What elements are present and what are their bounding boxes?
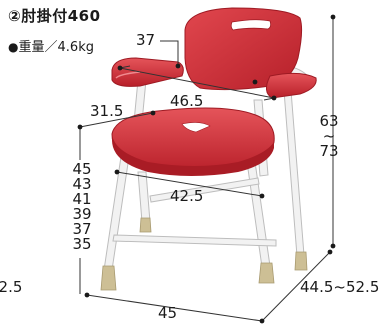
dimension-dots <box>77 14 336 324</box>
foot-rear-left <box>139 217 152 233</box>
dim-total-height: 63 ~ 73 <box>314 114 344 159</box>
weight-separator: ／ <box>44 40 58 55</box>
front-leg-left <box>103 149 131 271</box>
dim-seat-depth: 31.5 <box>90 102 124 120</box>
chair-feet <box>100 217 308 291</box>
seat <box>111 107 275 176</box>
dim-base-depth: 44.5~52.5 <box>300 278 380 296</box>
seat-height-value: 41 <box>72 190 92 208</box>
model-title: ②肘掛付460 <box>8 7 101 25</box>
cross-bar-side <box>112 234 277 247</box>
seat-slot <box>181 122 211 133</box>
seat-height-value: 43 <box>72 175 92 193</box>
dimension-lines <box>79 17 334 322</box>
armrest-left <box>111 57 184 87</box>
seat-height-value: 45 <box>72 160 92 178</box>
rear-leg-right <box>282 77 305 257</box>
foot-front-right <box>258 262 275 284</box>
dim-total-height-tilde: ~ <box>322 127 336 145</box>
seat-height-value: 35 <box>72 235 92 253</box>
rear-leg-left <box>137 171 151 223</box>
foot-front-left <box>100 265 117 291</box>
weight-label: 重量 <box>18 40 45 55</box>
dim-overall-width: 46.5 <box>170 92 204 110</box>
dim-cut-off-left: 52.5 <box>0 278 23 296</box>
dim-armrest-depth: 37 <box>136 31 156 49</box>
armrest-right <box>266 72 317 99</box>
seat-height-value: 37 <box>72 220 92 238</box>
weight-value: 4.6kg <box>57 40 94 55</box>
backrest <box>184 7 303 91</box>
dim-total-height-bottom: 73 <box>319 142 339 160</box>
foot-rear-right <box>294 251 308 271</box>
backrest-handle-slot <box>230 19 272 31</box>
weight-line: ●重量／4.6kg <box>8 39 94 54</box>
dim-seat-heights: 45 43 41 39 37 35 <box>70 162 94 252</box>
seat-height-value: 39 <box>72 205 92 223</box>
dim-base-width: 45 <box>158 304 178 322</box>
dim-total-height-top: 63 <box>319 112 339 130</box>
dim-seat-width: 42.5 <box>170 187 204 205</box>
cross-bar-rear <box>149 177 260 203</box>
bullet-icon: ● <box>8 40 19 54</box>
